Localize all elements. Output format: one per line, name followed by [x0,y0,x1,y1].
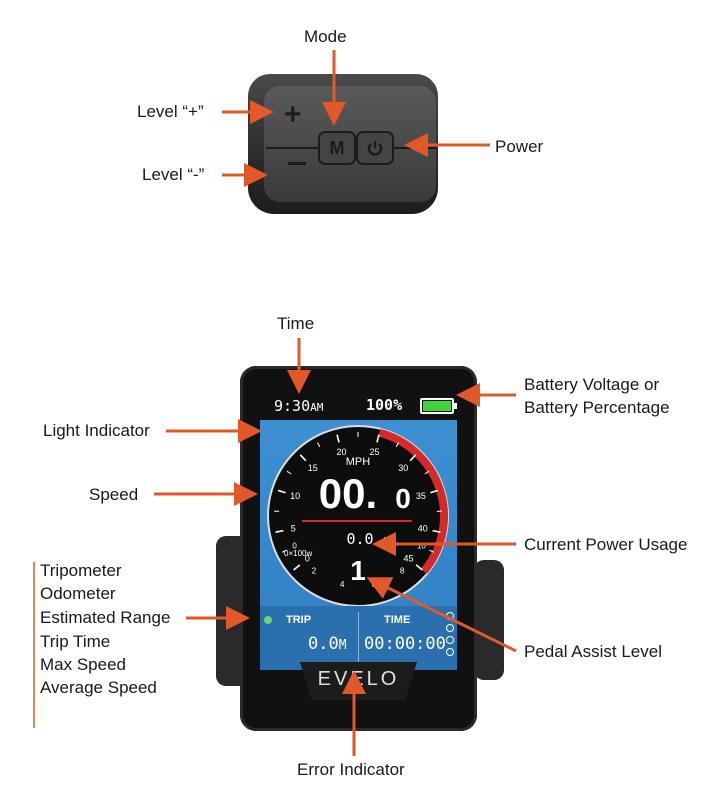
clock: 9:30AM [274,397,324,415]
label-battery-2: Battery Percentage [524,398,670,417]
battery-icon [420,398,457,414]
power-button[interactable] [356,131,394,165]
label-speed: Speed [89,485,139,504]
label-current-power: Current Power Usage [524,535,688,554]
label-time: Time [277,314,315,333]
label-pedal-assist: Pedal Assist Level [524,642,662,661]
power-tick-label: 4 [340,580,345,589]
speed-tick-label: 45 [404,553,414,563]
info-panel[interactable]: TRIP 0.0M TIME 00:00:00 [260,606,457,670]
label-power: Power [495,137,544,156]
speed-tick-label: 20 [337,447,347,457]
trip-time-label: TIME [384,614,411,626]
mount-clamp-right [474,560,504,680]
speed-tick [376,434,380,443]
info-list-item: Trip Time [40,632,111,651]
status-bar: 9:30AM 100% [240,384,477,424]
label-battery-1: Battery Voltage or [524,375,660,394]
speed-tick [432,529,441,533]
info-list-item: Average Speed [40,678,157,697]
speed-tick [415,564,423,571]
trip-label: TRIP [286,614,312,626]
info-list-item: Estimated Range [40,608,171,627]
speed-tick [409,454,417,462]
info-list-item: Odometer [40,584,116,603]
assist-level: 1 [350,555,366,586]
power-scale-label: 0×100w [284,549,312,558]
speed-tick-label: 5 [291,524,296,534]
speed-tick [277,489,286,494]
speed-tick [299,454,307,462]
speed-tick-label: 15 [308,463,318,473]
speed-tick [336,434,340,443]
power-tick-label: 10 [417,542,426,551]
info-dot [446,648,454,656]
speed-tick-label: 30 [398,463,408,473]
info-dot [446,636,454,644]
power-tick-label: 0 [292,542,297,551]
speed-tick [286,470,292,475]
speed-tick-label: 10 [290,491,300,501]
speed-tick-labels: 0 5 10 15 20 25 30 35 40 45 [290,447,428,563]
speed-value: 00. [319,470,377,517]
mode-button[interactable]: M [318,131,356,165]
label-error: Error Indicator [297,760,405,779]
power-tick-label: 8 [400,566,405,575]
power-value: 0.0 [346,530,373,548]
label-mode: Mode [304,27,347,46]
level-minus-button[interactable] [288,162,306,165]
speed-tick [429,549,434,553]
speed-ticks [274,432,442,571]
arrow-pedal-assist [366,577,517,653]
power-icon [367,141,383,156]
speed-tick [293,564,301,571]
label-light: Light Indicator [43,421,150,440]
speed-tick [395,442,400,448]
speed-tick-label: 25 [369,447,379,457]
speed-tick [316,442,321,448]
label-level-plus: Level “+” [137,102,204,121]
info-dot [446,624,454,632]
label-level-minus: Level “-” [142,165,205,184]
info-list-item: Tripometer [40,561,122,580]
trip-time-value: 00:00:00 [364,634,446,654]
speed-tick-label: 40 [418,524,428,534]
trip-value: 0.0M [308,634,347,654]
speed-tick-label: 35 [416,491,426,501]
speed-redline [378,428,448,574]
speed-decimal: 0 [395,483,411,514]
info-list-item: Max Speed [40,655,126,674]
panel-divider [358,612,359,664]
speed-tick-label: 0 [305,553,310,563]
speed-tick [424,470,430,475]
speed-tick [282,549,287,553]
speed-unit: MPH [346,456,371,468]
speed-tick [430,489,439,494]
info-dot-active [264,616,272,624]
speed-tick [275,529,284,533]
level-plus-button[interactable]: + [284,98,302,131]
power-tick-label: 2 [312,566,317,575]
battery-percent: 100% [366,396,403,414]
